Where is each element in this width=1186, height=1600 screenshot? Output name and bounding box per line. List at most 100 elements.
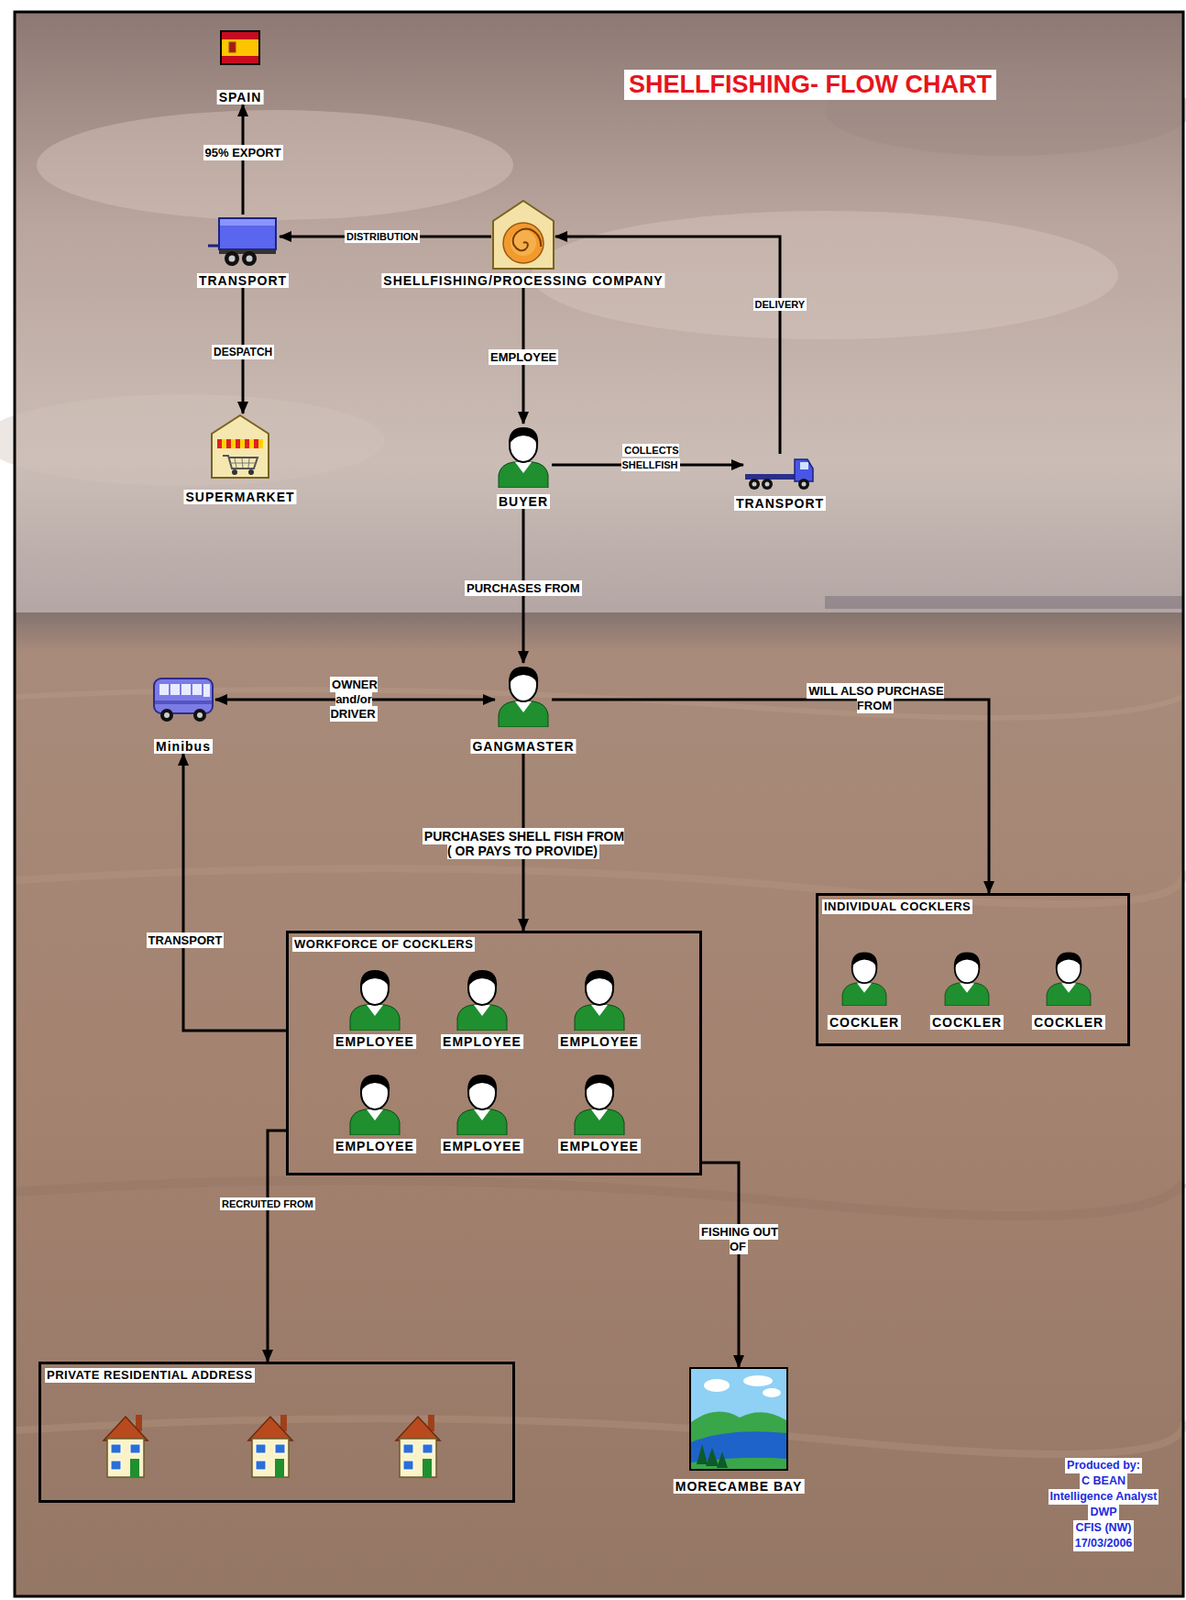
icon-graphic <box>689 1366 789 1471</box>
graphic-part <box>954 952 981 969</box>
graphic-part <box>703 1378 730 1392</box>
graphic-part <box>130 1458 140 1477</box>
person-node: EMPLOYEE <box>453 1070 511 1135</box>
supermarket-node: SUPERMARKET <box>209 413 271 480</box>
graphic-part <box>229 42 236 53</box>
icon-graphic <box>219 25 261 70</box>
graphic-part <box>473 1004 491 1016</box>
graphic-part <box>395 1414 440 1477</box>
graphic-part <box>36 109 514 220</box>
node-label: MORECAMBE BAY <box>673 1478 805 1494</box>
icon-graphic <box>346 1070 404 1135</box>
graphic-part <box>164 712 170 718</box>
graphic-part <box>498 701 549 727</box>
graphic-part <box>493 200 554 269</box>
edge-label: 95% EXPORT <box>203 145 284 161</box>
chart-title: SHELLFISHING- FLOW CHART <box>624 69 997 100</box>
graphic-part <box>0 394 385 486</box>
node-label: EMPLOYEE <box>558 1033 641 1049</box>
credit-line: C BEAN <box>1079 1472 1128 1489</box>
credits-block: Produced by:C BEANIntelligence AnalystDW… <box>1032 1457 1176 1551</box>
node-label: EMPLOYEE <box>333 1138 417 1154</box>
credit-line: Produced by: <box>1065 1457 1143 1473</box>
node-label: BUYER <box>496 494 550 509</box>
graphic-part <box>473 1109 491 1121</box>
house-icons <box>103 1414 440 1477</box>
graphic-part <box>159 683 169 695</box>
edge-label-text: RECRUITED FROM <box>219 1196 316 1210</box>
icon-graphic <box>453 966 511 1031</box>
node-label: EMPLOYEE <box>333 1033 417 1049</box>
edge-label: PURCHASES FROM <box>464 581 583 596</box>
graphic-part <box>14 1417 1184 1454</box>
connector-arrow <box>702 1162 739 1367</box>
credit-line: Intelligence Analyst <box>1048 1488 1160 1505</box>
graphic-part <box>801 482 807 487</box>
person-node: EMPLOYEE <box>346 1070 404 1135</box>
graphic-part <box>248 469 254 475</box>
graphic-part <box>211 415 269 478</box>
graphic-part <box>824 595 1184 609</box>
flag-node: SPAIN <box>219 25 261 70</box>
edge-label: DESPATCH <box>211 344 275 360</box>
graphic-part <box>160 708 174 722</box>
image-frame <box>14 11 1184 1596</box>
node-label: TRANSPORT <box>197 273 289 288</box>
node-label: SHELLFISHING/PROCESSING COMPANY <box>381 273 665 288</box>
graphic-part <box>403 1443 414 1453</box>
icon-graphic <box>453 1070 511 1135</box>
connector-arrow <box>555 236 780 454</box>
graphic-part <box>360 1074 390 1093</box>
graphic-part <box>252 1438 289 1477</box>
bay-node: MORECAMBE BAY <box>689 1366 789 1471</box>
edge-label: COLLECTS SHELLFISH <box>609 442 692 473</box>
edge-label-text: EMPLOYEE <box>488 349 559 365</box>
edge-label-text: PURCHASES FROM <box>464 580 583 596</box>
edge-label: RECRUITED FROM <box>219 1196 316 1211</box>
group-box: INDIVIDUAL COCKLERSCOCKLERCOCKLERCOCKLER <box>815 892 1131 1046</box>
icon-graphic <box>491 198 556 271</box>
node-label: TRANSPORT <box>734 495 826 511</box>
edge-label-text: COLLECTS SHELLFISH <box>621 443 680 472</box>
edge-label: OWNER and/or DRIVER <box>321 677 386 722</box>
node-label: GANGMASTER <box>470 738 576 754</box>
edge-label-text: PURCHASES SHELL FISH FROM ( OR PAYS TO P… <box>422 827 625 859</box>
person-node: COCKLER <box>941 948 993 1006</box>
graphic-part <box>705 1447 719 1466</box>
edge-label-text: FISHING OUT OF <box>699 1223 779 1254</box>
graphic-part <box>107 1438 144 1477</box>
graphic-part <box>591 1004 608 1016</box>
graphic-part <box>1055 952 1083 969</box>
icon-graphic <box>1043 948 1095 1006</box>
graphic-part <box>249 439 254 449</box>
group-box: WORKFORCE OF COCKLERS EMPLOYEE EMPLOYEE EMP… <box>285 930 703 1176</box>
graphic-part <box>231 469 238 475</box>
graphic-part <box>716 1450 728 1468</box>
person-node: GANGMASTER <box>494 662 552 727</box>
group-heading: INDIVIDUAL COCKLERS <box>822 899 973 914</box>
graphic-part <box>856 982 872 993</box>
graphic-part <box>224 251 240 266</box>
graphic-part <box>513 229 541 252</box>
group-box: PRIVATE RESIDENTIAL ADDRESS <box>38 1361 516 1503</box>
group-heading: WORKFORCE OF COCKLERS <box>292 936 475 952</box>
graphic-part <box>274 1443 286 1453</box>
graphic-part <box>170 683 180 695</box>
person-node: EMPLOYEE <box>571 1070 628 1135</box>
person-node: COCKLER <box>1043 948 1095 1006</box>
edge-label: DELIVERY <box>753 296 808 312</box>
graphic-part <box>274 1458 285 1477</box>
edge-label: DISTRIBUTION <box>344 229 420 244</box>
graphic-part <box>503 222 544 264</box>
graphic-part <box>696 1443 708 1464</box>
graphic-part <box>192 683 202 695</box>
graphic-part <box>467 969 497 989</box>
graphic-part <box>14 867 1184 904</box>
graphic-part <box>422 1443 433 1453</box>
transport-node: TRANSPORT <box>206 214 280 268</box>
node-label: EMPLOYEE <box>440 1033 524 1049</box>
person-node: EMPLOYEE <box>571 966 628 1031</box>
graphic-part <box>258 439 264 449</box>
graphic-part <box>584 1074 615 1093</box>
